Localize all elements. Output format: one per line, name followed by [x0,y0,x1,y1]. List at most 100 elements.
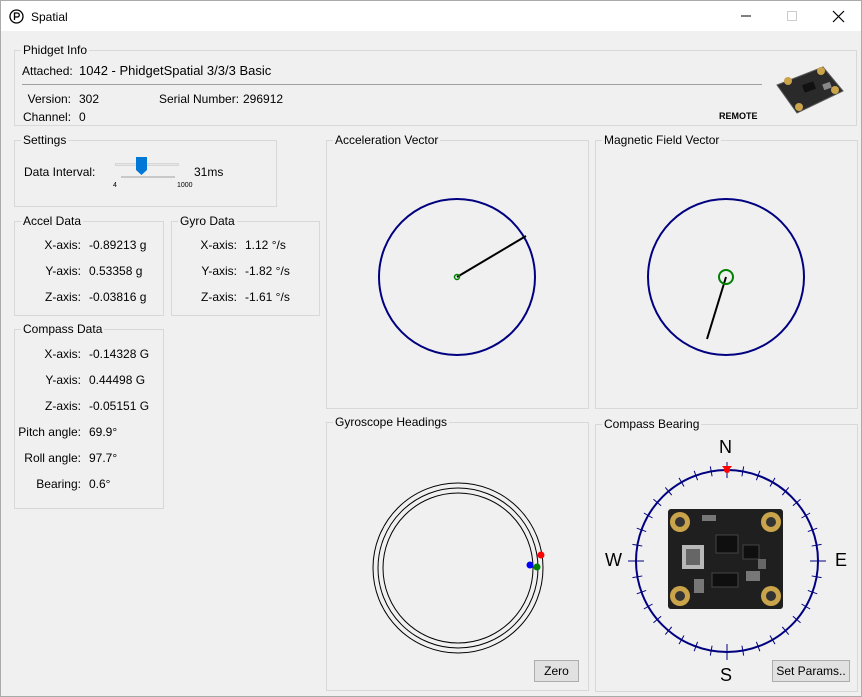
serial-number-value: 296912 [243,92,284,106]
compass-z-label: Z-axis: [45,399,81,413]
compass-tick [664,626,673,635]
minimize-button[interactable] [723,1,769,31]
version-value: 302 [79,92,100,106]
phidget-info-group: Phidget Info [14,43,857,126]
pitch-angle-value: 69.9° [89,425,118,439]
remote-label: REMOTE [719,111,758,121]
compass-y-value: 0.44498 G [89,373,146,387]
compass-dial [628,462,826,660]
minimize-icon [741,15,751,17]
roll-angle-label: Roll angle: [24,451,81,465]
compass-z-value: -0.05151 G [89,399,150,413]
data-interval-slider[interactable] [113,155,181,181]
compass-tick [755,641,761,652]
zero-button[interactable]: Zero [534,660,579,682]
gyro-y-label: Y-axis: [201,264,237,278]
device-thumbnail [776,66,844,114]
compass-tick [792,615,801,624]
compass-tick [632,575,643,579]
slider-track-lower [121,176,175,178]
window-title: Spatial [31,10,68,24]
magnetic-field-vector-circle [647,198,805,356]
compass-tick [792,498,801,507]
compass-tick [664,487,673,496]
channel-value: 0 [79,110,86,124]
acceleration-vector-title: Acceleration Vector [333,133,441,147]
acceleration-vector-circle [378,198,536,356]
compass-tick [801,603,811,610]
compass-board-image [668,509,783,609]
compass-tick [811,543,822,547]
close-button[interactable] [815,1,861,31]
attached-value: 1042 - PhidgetSpatial 3/3/3 Basic [79,63,272,78]
compass-tick [636,589,647,595]
title-bar[interactable]: Spatial [1,1,861,31]
compass-bearing-title: Compass Bearing [602,417,702,431]
acceleration-vector-line [456,235,527,278]
data-interval-label: Data Interval: [24,165,96,179]
settings-title: Settings [21,133,69,147]
compass-tick [807,527,818,533]
gyro-z-marker [526,561,534,569]
acceleration-vector-origin [453,273,461,281]
compass-tick [781,626,790,635]
compass-tick [643,603,653,610]
compass-north-label: N [719,437,732,457]
accel-y-value: 0.53358 g [89,264,143,278]
acceleration-vector-plot [378,198,536,356]
pitch-angle-label: Pitch angle: [18,425,81,439]
acceleration-vector-panel: Acceleration Vector [326,133,589,409]
compass-tick [636,527,647,533]
compass-tick [693,641,699,652]
data-interval-value: 31ms [194,165,224,179]
set-params-button[interactable]: Set Params.. [772,660,850,682]
compass-tick [678,635,685,645]
compass-tick [741,645,745,656]
accel-x-label: X-axis: [44,238,81,252]
compass-bearing-panel: Compass Bearing [595,417,858,692]
gyro-data-group: Gyro Data [171,214,320,316]
magnetic-field-vector-panel: Magnetic Field Vector [595,133,858,409]
accel-x-value: -0.89213 g [89,238,147,252]
roll-angle-value: 97.7° [89,451,118,465]
north-dot [724,467,730,473]
compass-y-label: Y-axis: [45,373,81,387]
slider-thumb[interactable] [136,157,148,175]
gyro-z-label: Z-axis: [201,290,237,304]
bearing-value: 0.6° [89,477,111,491]
accel-data-title: Accel Data [21,214,84,228]
magnetic-field-vector-line [706,276,727,340]
compass-x-label: X-axis: [44,347,81,361]
maximize-button[interactable] [769,1,815,31]
compass-tick [678,477,685,487]
accel-data-group: Accel Data [14,214,164,316]
compass-tick [653,498,662,507]
accel-z-value: -0.03816 g [89,290,147,304]
phidget-info-title: Phidget Info [21,43,90,57]
compass-data-group: Compass Data [14,322,164,509]
version-label: Version: [27,92,71,106]
gyro-ring-outer [372,482,544,654]
gyro-ring-inner [382,492,534,644]
compass-tick [755,470,761,481]
gyro-x-marker [537,551,545,559]
compass-tick [643,512,653,519]
compass-tick [709,466,713,477]
gyroscope-headings-title: Gyroscope Headings [333,415,450,429]
compass-south-label: S [720,665,733,685]
gyro-data-title: Gyro Data [178,214,237,228]
gyro-y-value: -1.82 °/s [245,264,290,278]
gyro-x-label: X-axis: [200,238,237,252]
attached-label: Attached: [22,64,73,78]
compass-tick [632,543,643,547]
gyro-z-value: -1.61 °/s [245,290,290,304]
gyro-y-marker [533,563,541,571]
close-icon [832,10,844,22]
compass-tick [693,470,699,481]
compass-tick [811,575,822,579]
gyroscope-headings-panel: Gyroscope Headings [326,415,589,691]
gyro-ring-middle [377,487,539,649]
gyro-x-value: 1.12 °/s [245,238,286,252]
slider-min-label: 4 [113,182,117,189]
compass-tick [807,589,818,595]
